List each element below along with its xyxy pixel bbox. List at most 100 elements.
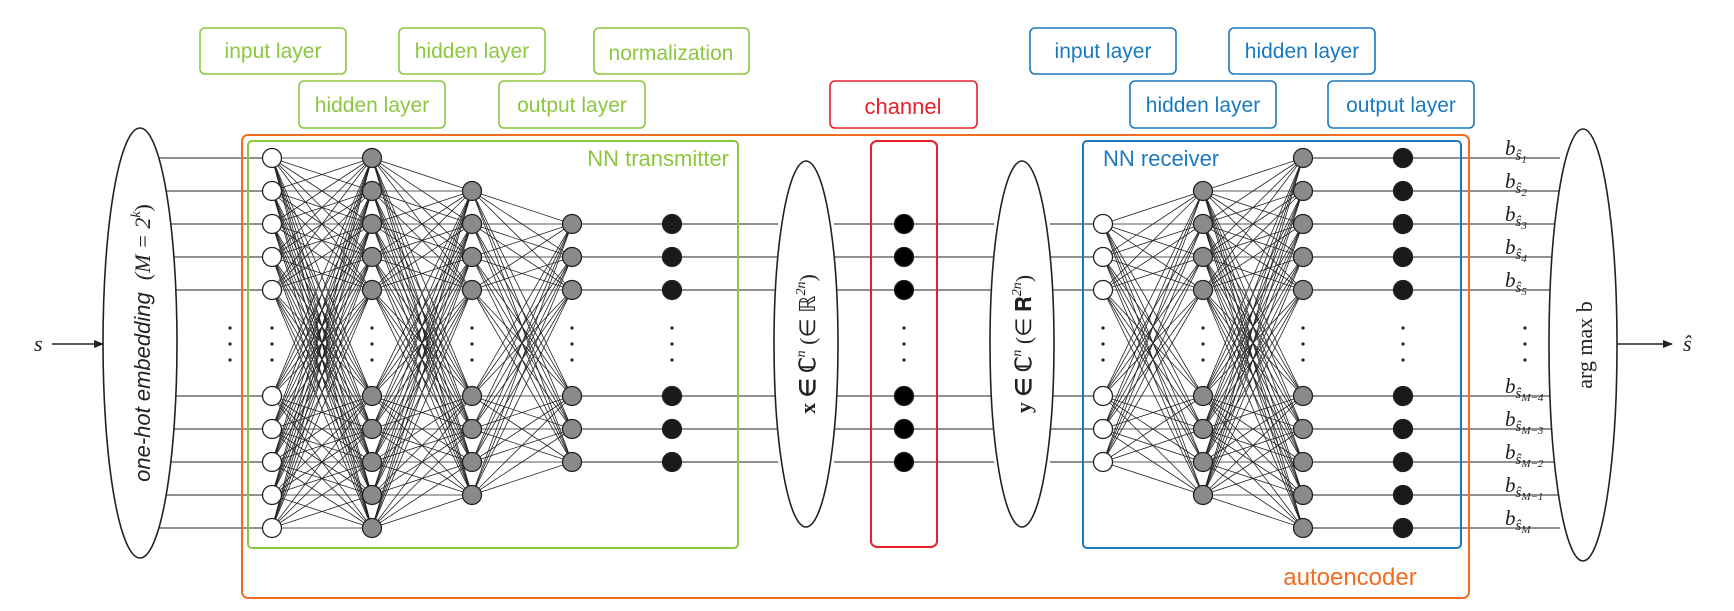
- tx-connection: [371, 190, 473, 430]
- input-symbol: s: [34, 331, 43, 356]
- rx-signal-label: y ∈ ℂn (∈ 𝐑2n): [1010, 275, 1036, 413]
- rx-hidden-layer-2-text: hidden layer: [1245, 40, 1359, 63]
- tx-connection: [271, 157, 373, 463]
- rx-output-node: [1392, 418, 1414, 440]
- tx-output-node: [561, 418, 583, 440]
- output-bit-base: b: [1505, 136, 1516, 160]
- tx-connection: [271, 256, 373, 291]
- tx-connection: [371, 223, 473, 529]
- ellipsis-dot: [1301, 342, 1305, 346]
- embedding-close: ): [130, 204, 155, 211]
- tx-normalization-node: [661, 418, 683, 440]
- tx-input-node: [261, 147, 283, 169]
- channel-node: [893, 246, 915, 268]
- tx-input-node: [261, 451, 283, 473]
- channel-label-text: channel: [864, 94, 941, 119]
- output-bit-sub: ŝ: [1516, 148, 1522, 164]
- channel-node: [893, 385, 915, 407]
- tx-hidden1-node: [361, 246, 383, 268]
- tx-connection: [371, 223, 473, 291]
- output-bit-sub: ŝ: [1516, 518, 1522, 534]
- output-symbol: ŝ: [1683, 331, 1692, 356]
- tx-input-layer-text: input layer: [225, 40, 322, 63]
- rx-hidden2-node: [1292, 385, 1314, 407]
- tx-connection: [471, 223, 573, 258]
- tx-connection: [371, 256, 473, 291]
- network-nodes: [261, 147, 1414, 539]
- tx-connection: [371, 190, 473, 529]
- ellipsis-dot: [370, 342, 374, 346]
- rx-connection: [1202, 461, 1304, 496]
- tx-input-node: [261, 213, 283, 235]
- tx-hidden1-node: [361, 517, 383, 539]
- tx-hidden2-node: [461, 279, 483, 301]
- ellipsis-dot: [370, 358, 374, 362]
- channel-label-box: [829, 80, 978, 129]
- rx-hidden-layer-2-box: [1228, 27, 1376, 75]
- rx-hidden2-node: [1292, 451, 1314, 473]
- channel-node: [893, 451, 915, 473]
- ellipsis-dot: [1523, 342, 1527, 346]
- tx-connection: [271, 494, 373, 529]
- rx-connection: [1202, 157, 1304, 496]
- output-bit-label: bŝM−4: [1505, 374, 1544, 404]
- tx-hidden2-node: [461, 213, 483, 235]
- tx-connection: [271, 395, 373, 463]
- rx-connection: [1202, 157, 1304, 397]
- ellipsis-dot: [1301, 326, 1305, 330]
- rx-output-node: [1392, 180, 1414, 202]
- ellipsis-dot: [902, 342, 906, 346]
- tx-connection: [371, 289, 473, 529]
- tx-hidden1-node: [361, 279, 383, 301]
- tx-signal-label: x ∈ ℂn (∈ ℝ2n): [794, 274, 820, 414]
- tx-connection: [271, 157, 373, 192]
- tx-input-node: [261, 517, 283, 539]
- rx-connection: [1202, 494, 1304, 529]
- rx-connection: [1102, 223, 1204, 291]
- ellipsis-dot: [1201, 326, 1205, 330]
- rx-connection: [1202, 395, 1304, 430]
- output-bit-label: bŝM−3: [1505, 407, 1544, 437]
- tx-hidden2-node: [461, 418, 483, 440]
- ellipsis-dot: [470, 342, 474, 346]
- output-bit-label: bŝ3: [1505, 202, 1527, 232]
- rx-connection: [1102, 223, 1204, 463]
- output-bit-base: b: [1505, 407, 1516, 431]
- rx-output-layer-text: output layer: [1346, 94, 1456, 117]
- rx-output-node: [1392, 213, 1414, 235]
- tx-hidden1-node: [361, 180, 383, 202]
- tx-connection: [271, 223, 373, 529]
- output-bit-sub: ŝ: [1516, 485, 1522, 501]
- tx-output-node: [561, 246, 583, 268]
- rx-signal-ellipse: [989, 160, 1055, 528]
- rx-layer-labels: input layer hidden layer hidden layer ou…: [1029, 27, 1475, 129]
- rx-connection: [1202, 289, 1304, 529]
- output-bit-index: M−3: [1520, 425, 1544, 437]
- tx-connection: [371, 395, 473, 529]
- rx-output-node: [1392, 484, 1414, 506]
- rx-connection: [1202, 395, 1304, 496]
- tx-connection: [271, 256, 373, 529]
- tx-connection: [471, 223, 573, 291]
- rx-input-layer-text: input layer: [1055, 40, 1152, 63]
- tx-connection: [471, 289, 573, 496]
- tx-connection: [371, 190, 473, 463]
- tx-connection: [471, 190, 573, 397]
- rx-connection: [1102, 190, 1204, 225]
- rx-hidden2-node: [1292, 418, 1314, 440]
- tx-connection: [371, 461, 473, 529]
- rx-hidden2-node: [1292, 517, 1314, 539]
- rx-connection: [1102, 289, 1204, 496]
- nn-receiver-label: NN receiver: [1103, 146, 1219, 171]
- channel-node: [893, 418, 915, 440]
- tx-output-layer-text: output layer: [517, 94, 627, 117]
- ellipsis-dot: [570, 326, 574, 330]
- rx-output-layer-box: [1327, 80, 1475, 129]
- tx-input-layer-box: [199, 27, 347, 75]
- rx-connection: [1202, 157, 1304, 291]
- nn-transmitter-box: [247, 140, 739, 549]
- tx-normalization-node: [661, 385, 683, 407]
- tx-connection: [471, 395, 573, 496]
- ellipsis-dot: [1201, 358, 1205, 362]
- tx-hidden1-node: [361, 385, 383, 407]
